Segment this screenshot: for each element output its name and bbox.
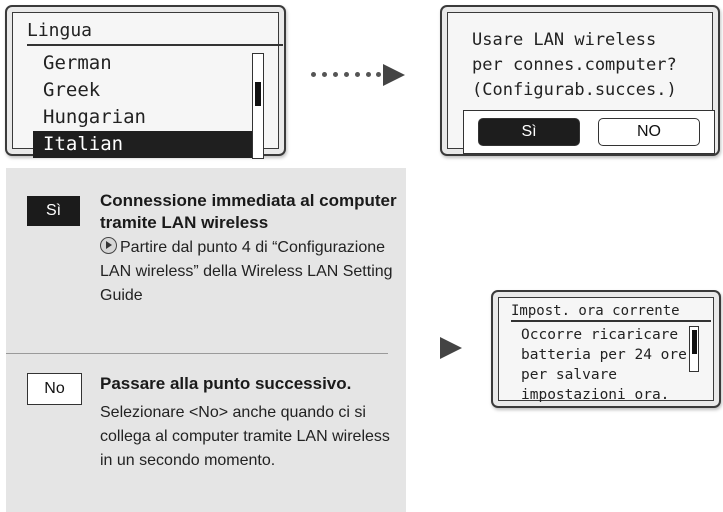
no-button[interactable]: NO: [598, 118, 700, 146]
wireless-prompt-display: Usare LAN wireless per connes.computer? …: [447, 12, 715, 154]
title-divider: [27, 44, 283, 46]
language-item-italian[interactable]: Italian: [33, 131, 261, 158]
arrow-right-icon: [383, 64, 405, 86]
option-yes-body-text: Partire dal punto 4 di “Configurazione L…: [100, 239, 393, 304]
time-setting-scrollbar[interactable]: [689, 326, 699, 372]
scrollbar-thumb[interactable]: [691, 330, 697, 354]
language-screen-display: Lingua German Greek Hungarian Italian: [12, 12, 283, 159]
option-no-heading: Passare alla punto successivo.: [100, 374, 352, 393]
time-setting-screen: Impost. ora corrente Occorre ricaricare …: [491, 290, 721, 408]
options-divider: [6, 353, 388, 354]
time-setting-title: Impost. ora corrente: [511, 303, 680, 319]
time-setting-text: Occorre ricaricare batteria per 24 ore p…: [521, 327, 687, 403]
language-list: German Greek Hungarian Italian: [33, 50, 261, 158]
language-screen-title: Lingua: [27, 20, 93, 41]
language-scrollbar[interactable]: [252, 53, 264, 159]
title-divider: [511, 320, 711, 322]
yes-button[interactable]: Sì: [478, 118, 580, 146]
option-yes-body: Partire dal punto 4 di “Configurazione L…: [100, 236, 400, 308]
option-yes-heading: Connessione immediata al computer tramit…: [100, 191, 397, 232]
wireless-prompt-screen: Usare LAN wireless per connes.computer? …: [440, 5, 720, 156]
option-no-body: Selezionare <No> anche quando ci si coll…: [100, 404, 390, 469]
wireless-prompt-text: Usare LAN wireless per connes.computer? …: [472, 30, 677, 100]
options-panel: Sì Connessione immediata al computer tra…: [6, 168, 406, 512]
arrow-right-icon: [440, 337, 462, 359]
option-no-tag: No: [27, 373, 82, 405]
language-item-german[interactable]: German: [43, 52, 112, 74]
language-screen: Lingua German Greek Hungarian Italian: [5, 5, 286, 159]
language-item-greek[interactable]: Greek: [43, 79, 101, 101]
arrow-circle-icon: [100, 237, 117, 254]
scrollbar-thumb[interactable]: [255, 82, 261, 106]
wireless-button-bar: Sì NO: [463, 110, 715, 154]
time-setting-display: Impost. ora corrente Occorre ricaricare …: [498, 297, 714, 403]
dotted-arrow: [311, 72, 381, 80]
option-yes-tag: Sì: [27, 196, 80, 226]
language-item-hungarian[interactable]: Hungarian: [43, 106, 146, 128]
